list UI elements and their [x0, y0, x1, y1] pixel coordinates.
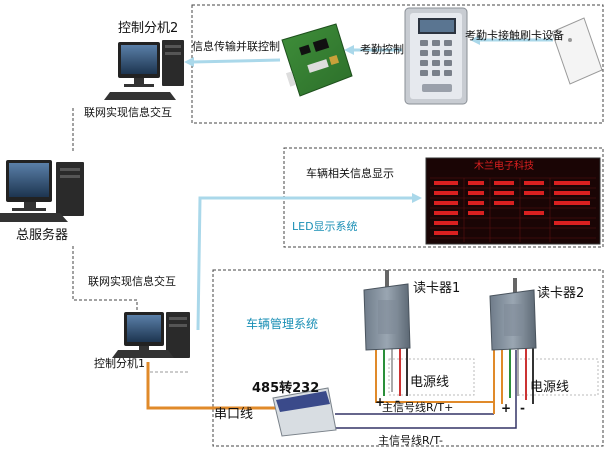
signal-line-minus	[333, 350, 517, 429]
power-line-1-label: 电源线	[410, 375, 450, 390]
control-board-icon	[281, 23, 353, 97]
led-display-board-icon	[425, 157, 601, 245]
reader-1-label: 读卡器1	[413, 281, 461, 296]
attendance-control-label: 考勤控制	[360, 43, 404, 56]
keypad-device-icon	[404, 7, 468, 105]
reader-2-antenna-icon	[489, 278, 537, 351]
power-line-2-label: 电源线	[530, 380, 570, 395]
plus-1-label: +	[375, 395, 386, 409]
signal-line-minus-label: 主信号线R/T-	[378, 434, 444, 447]
rfid-card-icon	[551, 17, 603, 85]
main-server-computer-icon	[0, 160, 84, 222]
serial-line-label: 串口线	[214, 407, 254, 422]
reader-2-label: 读卡器2	[537, 286, 585, 301]
vehicle-mgmt-system-label: 车辆管理系统	[246, 317, 319, 331]
led-system-label: LED显示系统	[292, 220, 358, 233]
minus-1-label: -	[395, 394, 400, 408]
attendance-card-label: 考勤卡接触刷卡设备	[465, 29, 564, 42]
vehicle-info-display-label: 车辆相关信息显示	[306, 167, 394, 180]
control-unit-1-computer-icon	[112, 312, 190, 358]
network-link-bottom	[72, 246, 138, 312]
network-exchange-bottom-label: 联网实现信息交互	[88, 275, 176, 288]
reader-1-antenna-icon	[363, 270, 411, 351]
arrow-unit1-to-led	[196, 196, 412, 331]
main-server-label: 总服务器	[16, 228, 69, 243]
converter-device-icon	[272, 387, 337, 437]
led-board-title: 木兰电子科技	[474, 161, 534, 172]
control-unit-2-label: 控制分机2	[118, 21, 179, 36]
serial-line	[146, 362, 277, 410]
arrow-board-to-unit2	[191, 58, 281, 64]
minus-2-label: -	[520, 401, 525, 415]
info-transfer-label: 信息传输并联控制	[192, 40, 280, 53]
signal-line-plus-label: 主信号线R/T+	[382, 401, 454, 414]
control-unit-2-computer-icon	[104, 40, 184, 100]
network-exchange-top-label: 联网实现信息交互	[84, 106, 172, 119]
power-box-1	[388, 358, 475, 396]
control-unit-1-label: 控制分机1	[94, 357, 145, 370]
converter-label: 485转232	[252, 381, 320, 396]
attendance-dashed-box	[191, 4, 604, 124]
vehicle-dashed-box	[212, 269, 604, 447]
plus-2-label: +	[501, 401, 512, 415]
